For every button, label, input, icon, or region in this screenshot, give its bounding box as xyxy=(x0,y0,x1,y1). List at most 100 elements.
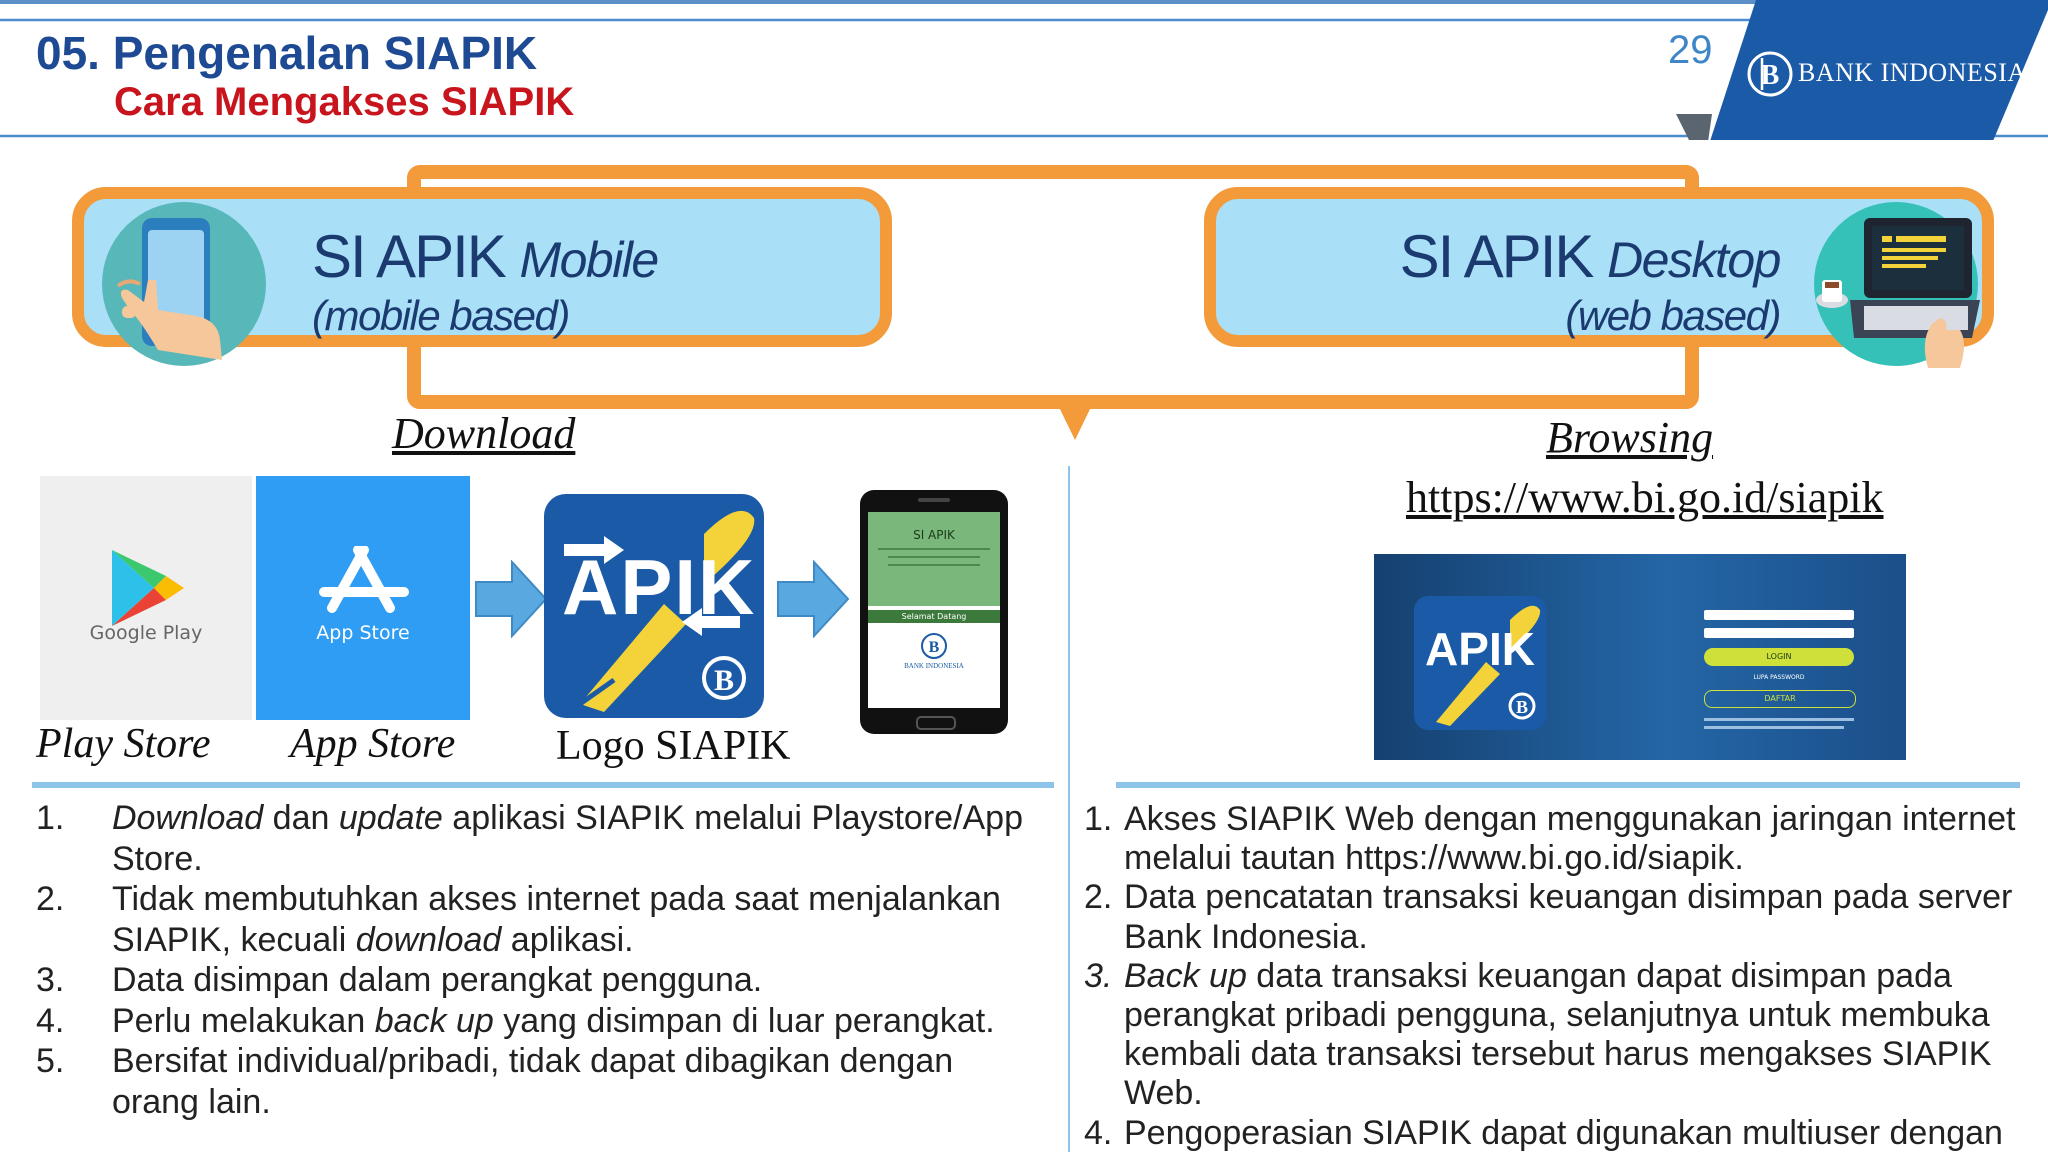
list-item: 1. Download dan update aplikasi SIAPIK me… xyxy=(36,798,1036,879)
phone-screen: SI APIK Selamat Datang B BANK INDONESIA xyxy=(868,512,1000,708)
page-number: 29 xyxy=(1668,28,1713,72)
list-item-text: Akses SIAPIK Web dengan menggunakan jari… xyxy=(1124,800,2048,878)
app-store-icon xyxy=(319,546,409,613)
list-item-text-part: Akses SIAPIK Web dengan menggunakan jari… xyxy=(1124,800,2016,878)
list-item-number: 2. xyxy=(1084,878,1113,917)
list-item-number: 4. xyxy=(1084,1113,1113,1152)
title-text: Pengenalan SIAPIK xyxy=(112,27,538,79)
list-item-number: 3. xyxy=(1084,956,1113,995)
page-title: 05. Pengenalan SIAPIK xyxy=(36,26,537,80)
list-item-number: 2. xyxy=(36,880,65,918)
mobile-title: SI APIK Mobile xyxy=(312,223,659,290)
phone-mockup: SI APIK Selamat Datang B BANK INDONESIA xyxy=(860,490,1008,734)
list-item-text-part: Pengoperasian SIAPIK dapat digunakan mul… xyxy=(1124,1113,2003,1152)
list-item-text: Bersifat individual/pribadi, tidak dapat… xyxy=(112,1041,1036,1122)
list-item-text-part: Data disimpan dalam perangkat pengguna. xyxy=(112,961,763,999)
bank-indonesia-wordmark: BANK INDONESIA xyxy=(1798,58,2027,87)
phone-app-name: SI APIK xyxy=(913,528,955,542)
list-item-text-part: Download xyxy=(112,799,264,837)
web-register-button[interactable]: DAFTAR xyxy=(1704,690,1856,708)
mobile-steps-list: 1. Download dan update aplikasi SIAPIK me… xyxy=(36,798,1036,1122)
web-apik-logo-text: APIK xyxy=(1425,623,1535,675)
list-item-text: Perlu melakukan back up yang disimpan di… xyxy=(112,1001,1036,1042)
list-item-text-part: Perlu melakukan xyxy=(112,1001,375,1040)
page-subtitle: Cara Mengakses SIAPIK xyxy=(114,80,575,124)
laptop-icon xyxy=(1814,202,1980,368)
title-number: 05. xyxy=(36,27,100,79)
list-item-number: 4. xyxy=(36,1001,65,1040)
list-item: 3. Back up data transaksi keuangan dapat … xyxy=(1084,957,2048,1114)
list-item-text: Data disimpan dalam perangkat pengguna. xyxy=(112,960,1036,1001)
google-play-tile[interactable]: Google Play xyxy=(40,476,252,720)
list-item-number: 5. xyxy=(36,1042,65,1080)
list-item-text: Tidak membutuhkan akses internet pada sa… xyxy=(112,879,1036,960)
desktop-title: SI APIK Desktop xyxy=(1399,223,1782,290)
list-item: 1.Akses SIAPIK Web dengan menggunakan ja… xyxy=(1084,800,2048,878)
list-item-text-part: dan xyxy=(263,799,339,837)
list-item-text-part: aplikasi. xyxy=(501,920,634,959)
header-frame xyxy=(0,0,2048,140)
app-store-tile[interactable]: App Store xyxy=(256,476,470,720)
bank-indonesia-logo-icon: B xyxy=(921,633,947,659)
web-login-button[interactable]: LOGIN xyxy=(1704,648,1854,666)
svg-text:B: B xyxy=(714,664,734,697)
list-item: 4. Perlu melakukan back up yang disimpan … xyxy=(36,1001,1036,1042)
list-item-text-part: Data pencatatan transaksi keuangan disim… xyxy=(1124,878,2013,956)
svg-text:B: B xyxy=(1761,60,1780,91)
list-item-number: 3. xyxy=(36,961,65,999)
list-item: 4. Pengoperasian SIAPIK dapat digunakan m… xyxy=(1084,1114,2048,1152)
web-forgot-password-link[interactable]: LUPA PASSWORD xyxy=(1753,674,1805,681)
download-heading: Download xyxy=(392,409,576,458)
list-item-text-part: download xyxy=(355,920,502,959)
logo-siapik-label: Logo SIAPIK xyxy=(556,723,791,769)
apik-logo-text: APIK xyxy=(562,543,757,631)
list-item-text: Pengoperasian SIAPIK dapat digunakan mul… xyxy=(1124,1114,2048,1152)
app-store-text: App Store xyxy=(316,622,410,644)
list-item-text-part: back up xyxy=(374,1001,494,1040)
pen-icon: B xyxy=(1436,605,1541,726)
play-store-label: Play Store xyxy=(36,721,211,767)
list-item-text: Data pencatatan transaksi keuangan disim… xyxy=(1124,878,2048,956)
list-item-text-part: aplikasi SIAPIK melalui Playstore/App St… xyxy=(112,799,1024,878)
list-item-text-part: update xyxy=(338,799,443,837)
list-item: 2. Tidak membutuhkan akses internet pada … xyxy=(36,879,1036,960)
desktop-steps-list: 1.Akses SIAPIK Web dengan menggunakan ja… xyxy=(1084,800,2048,1152)
phone-in-hand-icon xyxy=(102,202,266,366)
list-item-text-part: Bersifat individual/pribadi, tidak dapat… xyxy=(112,1042,954,1121)
web-password-input[interactable] xyxy=(1704,628,1854,638)
list-item-text: Download dan update aplikasi SIAPIK mela… xyxy=(112,798,1036,879)
svg-text:B: B xyxy=(1516,697,1528,717)
phone-bank-name: BANK INDONESIA xyxy=(904,662,964,670)
mobile-subtitle: (mobile based) xyxy=(312,292,570,339)
svg-text:B: B xyxy=(929,639,940,656)
browsing-heading: Browsing xyxy=(1546,413,1714,462)
arrow-right-icon xyxy=(475,560,548,638)
siapik-url-link[interactable]: https://www.bi.go.id/siapik xyxy=(1406,473,1884,522)
arrow-right-icon xyxy=(777,560,850,638)
bank-indonesia-logo-icon: B xyxy=(1747,51,1793,97)
desktop-subtitle: (web based) xyxy=(1565,292,1781,339)
list-item-text-part: Tidak membutuhkan akses internet pada sa… xyxy=(112,880,1001,959)
siapik-web-screenshot: B APIK LOGIN LUPA PASSWORD DAFTAR xyxy=(1374,554,1906,760)
left-divider xyxy=(32,782,1054,788)
center-divider xyxy=(1068,466,1070,1152)
list-item-text-part: yang disimpan di luar perangkat. xyxy=(493,1001,995,1040)
app-store-label: App Store xyxy=(290,721,456,767)
phone-app-header xyxy=(868,512,1000,606)
web-username-input[interactable] xyxy=(1704,610,1854,620)
list-item-text-part: data transaksi keuangan dapat disimpan p… xyxy=(1124,956,1992,1113)
phone-greeting: Selamat Datang xyxy=(868,610,1000,623)
list-item-number: 1. xyxy=(36,799,65,837)
list-item: 2. Data pencatatan transaksi keuangan dis… xyxy=(1084,878,2048,956)
list-item: 3. Data disimpan dalam perangkat pengguna… xyxy=(36,960,1036,1001)
siapik-logo: B APIK xyxy=(544,494,764,718)
list-item: 5. Bersifat individual/pribadi, tidak dap… xyxy=(36,1041,1036,1122)
mode-panels xyxy=(72,165,1994,440)
google-play-icon xyxy=(112,550,184,626)
pen-icon: B xyxy=(564,510,755,712)
list-item-text: Back up data transaksi keuangan dapat di… xyxy=(1124,957,2048,1114)
right-divider xyxy=(1116,782,2020,788)
list-item-text-part: Back up xyxy=(1124,956,1247,995)
google-play-text: Google Play xyxy=(89,622,203,644)
